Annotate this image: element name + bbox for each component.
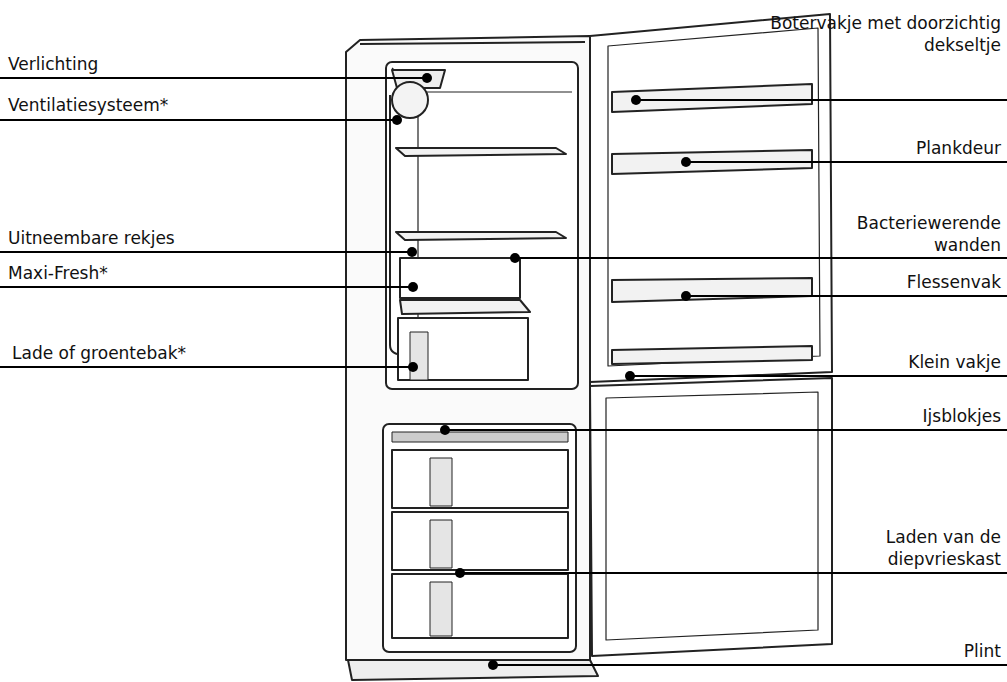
part-label: Plint <box>964 640 1001 662</box>
leader-dot <box>510 253 520 263</box>
plinth <box>348 660 598 680</box>
cabinet-body <box>346 36 590 660</box>
leader-line <box>0 366 413 368</box>
freezer-drawer <box>392 574 568 638</box>
shelf <box>396 232 566 240</box>
part-label: Uitneembare rekjes <box>8 227 175 249</box>
leader-dot <box>422 73 432 83</box>
bottle-shelf <box>612 278 812 302</box>
leader-dot <box>408 362 418 372</box>
leader-line <box>0 251 412 253</box>
door-liner <box>608 28 820 366</box>
drawer-handle <box>430 520 452 568</box>
butter-shelf <box>612 84 812 112</box>
leader-dot <box>625 371 635 381</box>
leader-line <box>0 119 397 121</box>
drawer-handle <box>410 332 428 380</box>
leader-dot <box>681 291 691 301</box>
leader-line <box>636 99 1007 101</box>
part-label: Laden van de diepvrieskast <box>823 526 1001 570</box>
ventilation-duct <box>390 95 418 355</box>
leader-dots <box>392 73 691 670</box>
leader-dot <box>407 247 417 257</box>
leader-dot <box>408 282 418 292</box>
leader-line <box>630 375 1007 377</box>
leader-dot <box>455 568 465 578</box>
freezer-compartment <box>383 424 576 652</box>
leader-line <box>686 161 1007 163</box>
ventilation-fan <box>392 82 428 118</box>
leader-dot <box>392 115 402 125</box>
freezer-drawer <box>392 512 568 570</box>
freezer-drawer <box>392 450 568 508</box>
compartment-depth <box>392 68 572 380</box>
leader-lines <box>0 78 1007 665</box>
shelf <box>400 300 530 314</box>
part-label: Ijsblokjes <box>923 405 1001 427</box>
freezer-door <box>590 378 832 656</box>
leader-line <box>493 664 1007 666</box>
part-label: Klein vakje <box>908 351 1001 373</box>
drawer-handle <box>430 582 452 636</box>
cabinet-side <box>345 52 347 655</box>
part-label: Verlichting <box>8 53 98 75</box>
small-compartment <box>612 346 812 364</box>
part-label: Plankdeur <box>916 137 1001 159</box>
part-label: Flessenvak <box>907 271 1001 293</box>
leader-line <box>0 77 427 79</box>
maxi-fresh-box <box>400 258 520 298</box>
fridge-door <box>590 14 832 382</box>
leader-line <box>0 286 413 288</box>
leader-dot <box>631 95 641 105</box>
leader-line <box>515 257 1007 259</box>
vegetable-drawer <box>398 318 528 380</box>
leader-dot <box>440 425 450 435</box>
leader-line <box>686 295 1007 297</box>
leader-dot <box>681 157 691 167</box>
shelf <box>396 148 566 156</box>
part-label: Bacteriewerende wanden <box>831 212 1001 256</box>
drawer-handle <box>430 458 452 506</box>
ice-cube-tray <box>392 432 568 442</box>
cabinet-top-edge <box>360 42 585 44</box>
part-label: Ventilatiesysteem* <box>8 94 168 116</box>
leader-dot <box>488 660 498 670</box>
leader-line <box>445 429 1007 431</box>
fridge-compartment <box>386 62 578 389</box>
part-label: Botervakje met doorzichtig dekseltje <box>766 12 1001 56</box>
part-label: Maxi-Fresh* <box>8 262 108 284</box>
leader-line <box>460 572 1007 574</box>
part-label: Lade of groentebak* <box>12 342 186 364</box>
